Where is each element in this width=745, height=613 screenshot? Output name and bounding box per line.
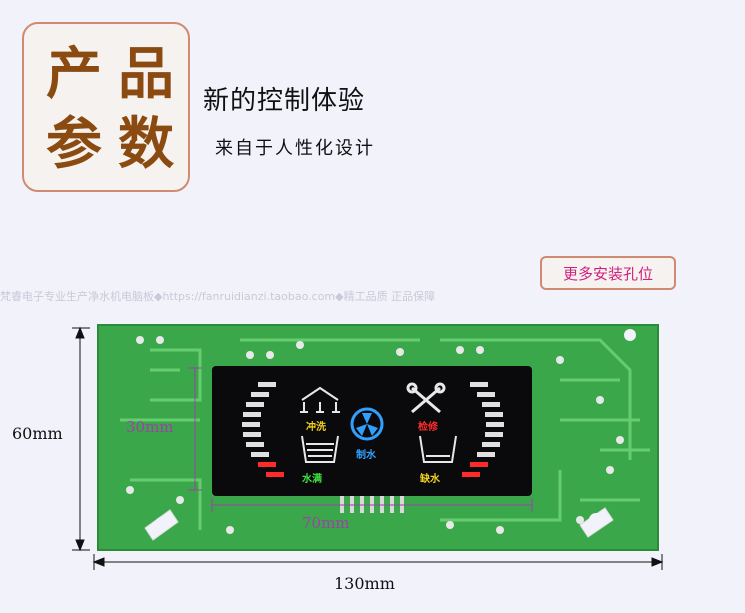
dimension-lines	[72, 326, 664, 570]
water-full-label: 水满	[302, 474, 322, 485]
board-height-label: 60mm	[12, 424, 63, 443]
make-water-icon	[350, 407, 384, 441]
no-water-icon	[419, 435, 457, 463]
solder-pads	[126, 336, 624, 534]
page-heading: 新的控制体验	[203, 86, 366, 116]
flush-label: 冲洗	[306, 422, 326, 433]
display-dimension-lines	[188, 367, 533, 512]
flush-icon	[300, 386, 340, 413]
watermark-text: 梵睿电子专业生产净水机电脑板◆https://fanruidianzi.taob…	[0, 290, 436, 303]
right-level-bars	[462, 382, 504, 477]
display-width-label: 70mm	[302, 514, 350, 532]
repair-icon	[406, 382, 446, 414]
left-level-bars	[242, 382, 284, 477]
page-subheading: 来自于人性化设计	[215, 138, 375, 159]
no-water-label: 缺水	[420, 474, 440, 485]
mounting-holes	[144, 329, 636, 541]
badge-char: 产	[46, 41, 102, 107]
connector-pins	[340, 495, 404, 513]
badge-char: 品	[118, 41, 174, 107]
make-water-label: 制水	[356, 450, 376, 461]
display-height-label: 30mm	[126, 418, 174, 436]
board-width-label: 130mm	[334, 574, 395, 593]
repair-label: 检修	[418, 422, 438, 433]
more-mounting-holes-label: 更多安装孔位	[540, 256, 676, 290]
water-full-icon	[301, 435, 339, 463]
pcb-traces	[120, 338, 650, 530]
badge-char: 数	[118, 111, 174, 177]
badge-char: 参	[46, 111, 102, 177]
product-parameter-badge: 产 品 参 数	[22, 22, 190, 192]
